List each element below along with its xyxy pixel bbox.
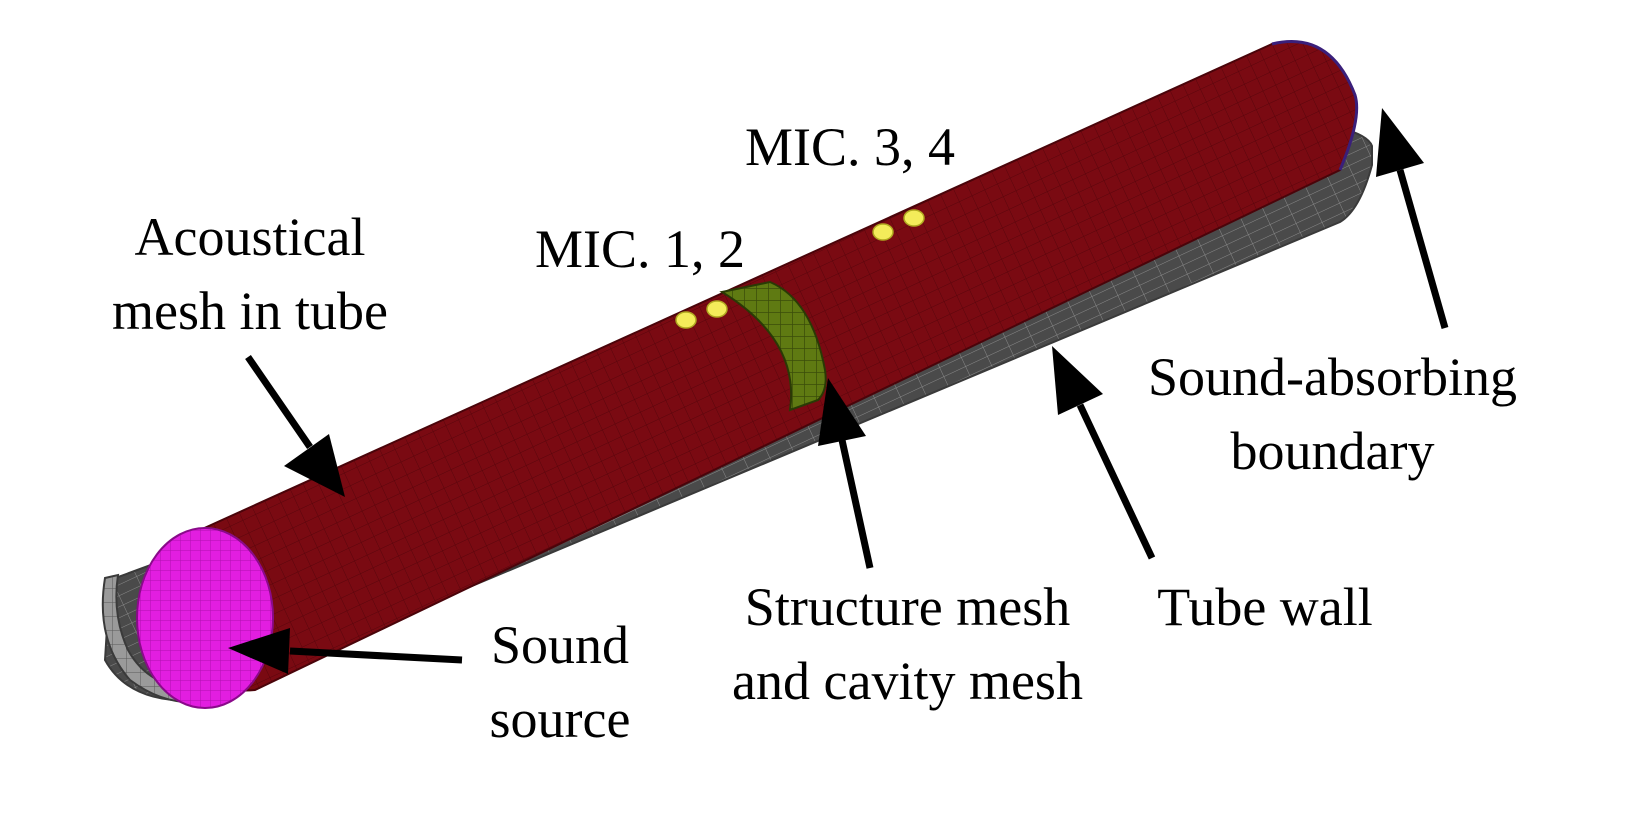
label-tube-wall: Tube wall — [1157, 577, 1373, 637]
label-acoustical-mesh: Acoustical mesh in tube — [112, 207, 388, 341]
arrow-structure-mesh — [818, 378, 874, 569]
label-sound-absorbing-boundary: Sound-absorbing boundary — [1148, 347, 1517, 481]
microphone-4 — [903, 209, 925, 227]
microphone-1 — [675, 311, 697, 329]
structure-mesh-ring — [719, 280, 827, 412]
arrow-absorbing-boundary — [1376, 108, 1449, 329]
microphone-2 — [706, 300, 728, 318]
sound-source-face — [136, 527, 274, 709]
absorbing-boundary-edge — [1271, 40, 1359, 171]
label-structure-mesh: Structure mesh and cavity mesh — [732, 577, 1083, 711]
arrow-tube-wall — [1052, 346, 1156, 560]
microphone-3 — [872, 223, 894, 241]
label-mic-1-2: MIC. 1, 2 — [534, 219, 745, 279]
microphones-1-2 — [675, 300, 728, 329]
arrow-acoustical-mesh — [245, 355, 345, 497]
label-sound-source: Sound source — [489, 615, 631, 749]
label-mic-3-4: MIC. 3, 4 — [744, 117, 955, 177]
arrows — [228, 108, 1449, 674]
microphones-3-4 — [872, 209, 925, 241]
arrow-sound-source — [228, 628, 463, 674]
